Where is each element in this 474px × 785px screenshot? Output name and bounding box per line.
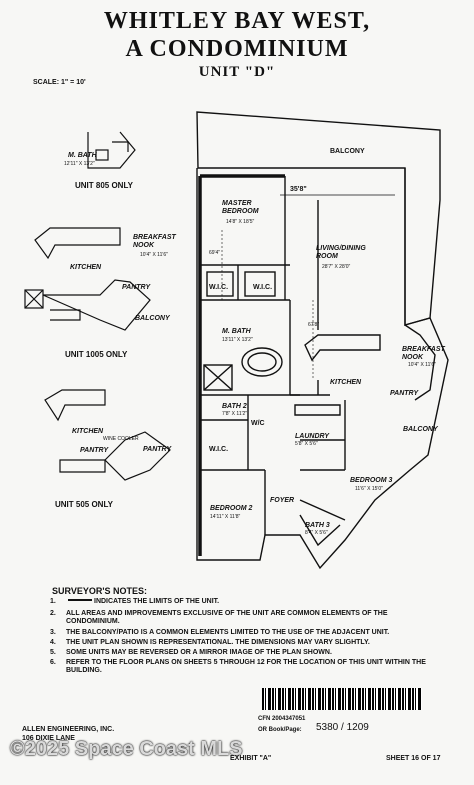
living-dining-label: LIVING/DINING ROOM <box>316 245 366 260</box>
wc-label: W/C <box>251 420 265 427</box>
balcony-top-label: BALCONY <box>330 148 365 155</box>
sheet-number: SHEET 16 OF 17 <box>386 755 441 762</box>
note-item: 6. REFER TO THE FLOOR PLANS ON SHEETS 5 T… <box>50 659 440 675</box>
note-number: 4. <box>50 639 56 646</box>
barcode <box>262 688 422 710</box>
inset-1005-breakfast-nook-size: 10'4" X 11'6" <box>140 252 168 258</box>
unit-limit-line-sample <box>68 599 92 601</box>
note-item: 2. ALL AREAS AND IMPROVEMENTS EXCLUSIVE O… <box>50 610 440 626</box>
inset-505-pantry-2-label: PANTRY <box>143 446 172 453</box>
living-dining-size: 28'7" X 28'0" <box>322 264 351 270</box>
inset-805-label: UNIT 805 ONLY <box>75 181 133 190</box>
note-number: 5. <box>50 649 56 656</box>
notes-title: SURVEYOR'S NOTES: <box>52 586 147 596</box>
scale-note: SCALE: 1" = 10' <box>33 79 86 86</box>
inset-1005-breakfast-nook-label: BREAKFAST NOOK <box>133 234 176 249</box>
bedroom2-size: 14'11" X 11'8" <box>210 514 241 520</box>
note-number: 2. <box>50 610 56 617</box>
mls-watermark: ©2025 Space Coast MLS <box>10 738 243 760</box>
m-bath-label: M. BATH <box>222 328 251 335</box>
exhibit-label: EXHIBIT "A" <box>230 755 272 762</box>
title-line-2: A CONDOMINIUM <box>125 36 349 62</box>
cfn-number: CFN 2004347051 <box>258 716 306 722</box>
inset-805-m-bath-label: M. BATH <box>68 152 97 159</box>
note-item: 1. INDICATES THE LIMITS OF THE UNIT. <box>50 598 440 606</box>
inset-1005-pantry-label: PANTRY <box>122 284 151 291</box>
bath2-label: BATH 2 <box>222 403 247 410</box>
company-name: ALLEN ENGINEERING, INC. <box>22 726 115 733</box>
inset-1005-balcony-label: BALCONY <box>135 315 170 322</box>
balcony-right-label: BALCONY <box>403 426 438 433</box>
note-text: THE UNIT PLAN SHOWN IS REPRESENTATIONAL.… <box>66 639 370 646</box>
bedroom3-label: BEDROOM 3 <box>350 477 393 484</box>
company-address: 106 DIXIE LANE <box>22 735 75 742</box>
title-line-1: WHITLEY BAY WEST, <box>103 8 371 34</box>
note-item: 4. THE UNIT PLAN SHOWN IS REPRESENTATIONA… <box>50 639 440 647</box>
bath3-label: BATH 3 <box>305 522 330 529</box>
inset-1005-kitchen-label: KITCHEN <box>70 264 102 271</box>
dimension-mid: 67'8" <box>308 322 320 328</box>
foyer-label: FOYER <box>270 497 295 504</box>
inset-1005-label: UNIT 1005 ONLY <box>65 350 128 359</box>
master-bedroom-label: MASTER BEDROOM <box>222 200 259 215</box>
laundry-size: 5'8" X 5'6" <box>295 441 318 447</box>
m-bath-size: 13'11" X 13'2" <box>222 337 253 343</box>
inset-505-wine-cooler-label: WINE COOLER <box>103 436 139 442</box>
wic-1-label: W.I.C. <box>209 284 229 291</box>
laundry-label: LAUNDRY <box>295 433 330 440</box>
breakfast-nook-size: 10'4" X 11'6" <box>408 362 436 368</box>
note-text: ALL AREAS AND IMPROVEMENTS EXCLUSIVE OF … <box>66 610 388 625</box>
note-number: 1. <box>50 598 56 605</box>
pantry-label: PANTRY <box>390 390 419 397</box>
kitchen-label: KITCHEN <box>330 379 362 386</box>
bath2-size: 7'8" X 11'2" <box>222 411 248 417</box>
bath3-size: 8'4" X 5'6" <box>305 530 328 536</box>
inset-505-label: UNIT 505 ONLY <box>55 500 113 509</box>
note-number: 3. <box>50 629 56 636</box>
note-text: INDICATES THE LIMITS OF THE UNIT. <box>94 598 220 605</box>
note-text: SOME UNITS MAY BE REVERSED OR A MIRROR I… <box>66 649 332 656</box>
note-number: 6. <box>50 659 56 666</box>
dimension-top: 35'8" <box>290 186 307 193</box>
master-bedroom-size: 14'8" X 18'5" <box>226 219 255 225</box>
wic-3-label: W.I.C. <box>209 446 229 453</box>
note-text: THE BALCONY/PATIO IS A COMMON ELEMENTS L… <box>66 629 390 636</box>
book-page-label: OR Book/Page: <box>258 727 302 733</box>
note-item: 5. SOME UNITS MAY BE REVERSED OR A MIRROR… <box>50 649 440 657</box>
inset-505-kitchen-label: KITCHEN <box>72 428 104 435</box>
bedroom2-label: BEDROOM 2 <box>210 505 253 512</box>
note-item: 3. THE BALCONY/PATIO IS A COMMON ELEMENTS… <box>50 629 440 637</box>
bedroom3-size: 11'6" X 15'0" <box>355 486 383 492</box>
wic-2-label: W.I.C. <box>253 284 273 291</box>
inset-505-pantry-1-label: PANTRY <box>80 447 109 454</box>
breakfast-nook-label: BREAKFAST NOOK <box>402 346 445 361</box>
book-page-value: 5380 / 1209 <box>316 722 369 733</box>
note-text: REFER TO THE FLOOR PLANS ON SHEETS 5 THR… <box>66 659 426 674</box>
inset-805-m-bath-size: 12'11" X 13'2" <box>64 161 95 167</box>
unit-title: UNIT "D" <box>198 64 276 80</box>
dimension-left: 69'4" <box>209 250 221 256</box>
